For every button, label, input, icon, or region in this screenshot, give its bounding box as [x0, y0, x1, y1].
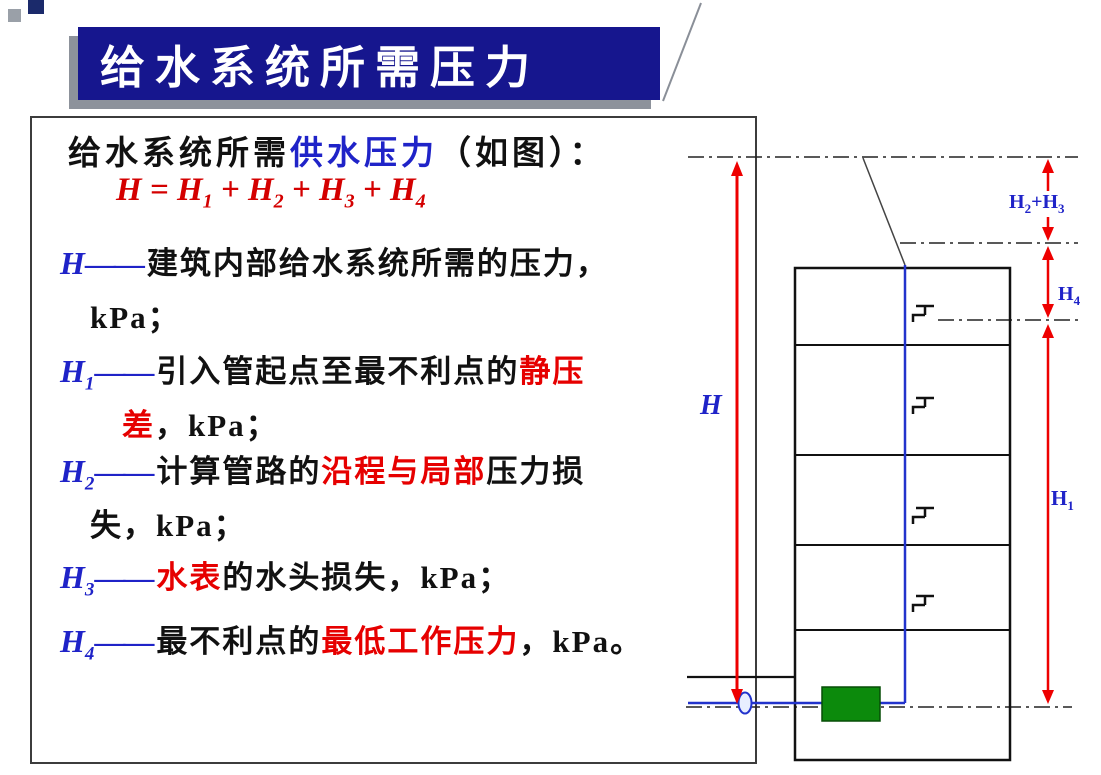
var-H3: H3 [60, 559, 95, 601]
content-box: 给水系统所需供水压力（如图）： H = H1 + H2 + H3 + H4 H—… [30, 116, 757, 764]
faucet-icons [911, 304, 934, 612]
formula-equals: = [149, 172, 169, 208]
definition-text-highlight: 沿程与局部 [321, 454, 487, 489]
dimension-label-H1: H1 [1051, 486, 1074, 514]
definition-text-highlight: 最低工作压力 [321, 624, 520, 659]
definition-text-highlight: 静压 [519, 354, 586, 389]
definition-dash: —— [94, 624, 154, 659]
var-H: H [60, 245, 85, 281]
definition-dash: —— [94, 560, 154, 595]
definition-text: 引入管起点至最不利点的 [156, 354, 520, 389]
definition-text: 最不利点的 [156, 624, 322, 659]
definition-dash: —— [94, 454, 154, 489]
intro-line: 给水系统所需供水压力（如图）： [68, 126, 607, 174]
definition-line: H3——水表的水头损失，kPa； [60, 556, 511, 611]
formula-plus: + [291, 172, 311, 208]
intro-segment-highlight: 供水压力 [290, 136, 438, 172]
title-deco-line [662, 2, 702, 102]
dimension-arrows [731, 159, 1054, 704]
definition-dash: —— [94, 354, 154, 389]
formula-term: H [247, 172, 274, 208]
definition-text: 计算管路的 [156, 454, 322, 489]
formula-term: H [389, 172, 416, 208]
definition-text-highlight: 差 [122, 408, 155, 444]
formula-term: H [176, 172, 203, 208]
formula-plus: + [220, 172, 240, 208]
definition-item-H2: H2——计算管路的沿程与局部压力损 失，kPa； [60, 450, 585, 547]
definition-text: kPa； [90, 300, 181, 336]
definition-line: H1——引入管起点至最不利点的静压 [60, 350, 585, 405]
floor-lines [795, 344, 1010, 631]
definition-item-H1: H1——引入管起点至最不利点的静压 差，kPa； [60, 350, 585, 447]
faucet-icon [911, 594, 934, 612]
formula-term: H [318, 172, 345, 208]
formula-plus: + [362, 172, 382, 208]
corner-decoration-gray-square [8, 9, 21, 22]
leader-line [862, 157, 906, 266]
dimension-label-H4: H4 [1058, 283, 1081, 308]
var-H4: H4 [60, 623, 95, 665]
inlet-valve-icon [737, 691, 753, 715]
definition-dash: —— [84, 246, 145, 281]
water-pipe [688, 265, 907, 705]
definition-text: 的水头损失，kPa； [222, 560, 512, 595]
faucet-icon [911, 506, 934, 524]
water-meter [821, 686, 881, 722]
var-H1: H1 [60, 353, 95, 395]
definition-text-highlight: 水表 [156, 560, 223, 595]
intro-segment: 给水系统所需 [68, 136, 290, 172]
dimension-label-H: H [700, 390, 722, 421]
definition-item-H: H——建筑内部给水系统所需的压力， kPa； [60, 242, 609, 339]
definition-text: ，kPa； [155, 408, 279, 444]
definition-line: 差，kPa； [60, 405, 585, 447]
formula-lhs: H [116, 172, 142, 208]
definition-text: ，kPa。 [519, 624, 644, 659]
definition-line: 失，kPa； [60, 505, 585, 547]
slide-title-bar: 给水系统所需压力 [78, 27, 660, 100]
definition-item-H3: H3——水表的水头损失，kPa； [60, 556, 511, 611]
definition-line: H2——计算管路的沿程与局部压力损 [60, 450, 585, 505]
definition-line: H——建筑内部给水系统所需的压力， [60, 242, 609, 297]
definition-text: 失，kPa； [90, 508, 247, 544]
definition-line: kPa； [60, 297, 609, 339]
intro-segment: （如图）： [438, 136, 607, 172]
definition-text: 压力损 [486, 454, 586, 489]
faucet-icon [911, 304, 934, 322]
dimension-label-H2-plus-H3: H2+H3 [1006, 191, 1068, 217]
building-outline [793, 266, 1012, 762]
pressure-formula: H = H1 + H2 + H3 + H4 [116, 172, 426, 213]
page-title: 给水系统所需压力 [100, 42, 541, 93]
definition-text: 建筑内部给水系统所需的压力， [146, 246, 609, 281]
faucet-icon [911, 396, 934, 414]
definition-item-H4: H4——最不利点的最低工作压力，kPa。 [60, 620, 643, 675]
corner-decoration-blue-square [28, 0, 44, 14]
definition-line: H4——最不利点的最低工作压力，kPa。 [60, 620, 643, 675]
var-H2: H2 [60, 453, 95, 495]
